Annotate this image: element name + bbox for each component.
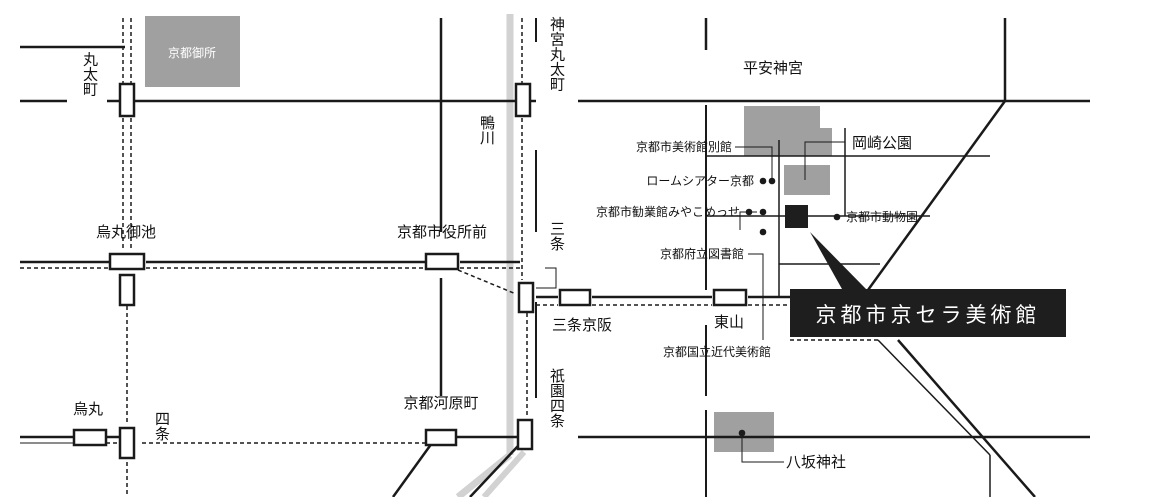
station-box-jingu-marutamachi — [514, 82, 532, 118]
rohm-theatre-label: ロームシアター京都 — [646, 174, 754, 188]
kamo-river-label: 鴨川 — [478, 115, 496, 145]
station-markers — [72, 82, 748, 460]
prefectural-library-label: 京都府立図書館 — [660, 246, 744, 261]
station-box-karasuma-oike — [108, 252, 146, 271]
station-box-higashiyama — [712, 288, 748, 307]
station-box-kawaramachi — [424, 428, 458, 447]
roads — [20, 18, 1090, 497]
gion-shijo-label: 祇園四条 — [548, 368, 566, 428]
kyocera-museum-label: 京都市京セラ美術館 — [816, 303, 1041, 327]
jingu-marutamachi-label: 神宮丸太町 — [548, 17, 566, 92]
zoo-label: 京都市動物園 — [846, 209, 918, 224]
station-box-shiyakusho-mae — [424, 252, 460, 271]
art-museum-annex-label: 京都市美術館別館 — [636, 139, 732, 154]
station-box-karasuma — [72, 428, 108, 447]
kyocera-museum-marker — [785, 205, 808, 228]
station-box-shijo — [118, 426, 136, 460]
kyoto-kawaramachi-label: 京都河原町 — [403, 394, 478, 412]
station-box-karasuma-oike-2 — [118, 273, 136, 307]
okazaki-park-label: 岡崎公園 — [852, 134, 912, 152]
karasuma-label: 烏丸 — [73, 400, 103, 418]
karasuma-oike-label: 烏丸御池 — [96, 223, 156, 241]
station-box-marutamachi — [118, 82, 136, 118]
yasaka-shrine-label: 八坂神社 — [786, 453, 846, 471]
okazaki-park-area — [784, 165, 830, 195]
higashiyama-label: 東山 — [714, 313, 744, 331]
station-box-sanjo — [517, 281, 535, 314]
marutamachi-label: 丸太町 — [81, 52, 99, 97]
national-museum-modern-art-label: 京都国立近代美術館 — [663, 344, 771, 359]
rail-lines — [20, 18, 878, 497]
sanjo-keihan-label: 三条京阪 — [552, 316, 612, 334]
heian-shrine-area — [744, 106, 832, 156]
kamo-river — [455, 14, 527, 497]
highlight-label-box — [790, 289, 1066, 337]
imperial-palace-area — [145, 16, 240, 87]
heian-shrine-label: 平安神宮 — [743, 59, 803, 77]
highlight-pointer — [810, 232, 866, 289]
facility-dots — [738, 177, 841, 437]
kyoto-shiyakusho-mae-label: 京都市役所前 — [397, 223, 487, 241]
station-box-gion-shijo — [516, 418, 534, 451]
miyakomesse-label: 京都市勧業館みやこめっせ — [596, 204, 740, 219]
sanjo-label: 三条 — [548, 221, 566, 251]
imperial-palace-label: 京都御所 — [168, 45, 216, 60]
shijo-label: 四条 — [153, 411, 171, 441]
station-box-sanjo-keihan — [558, 288, 592, 307]
